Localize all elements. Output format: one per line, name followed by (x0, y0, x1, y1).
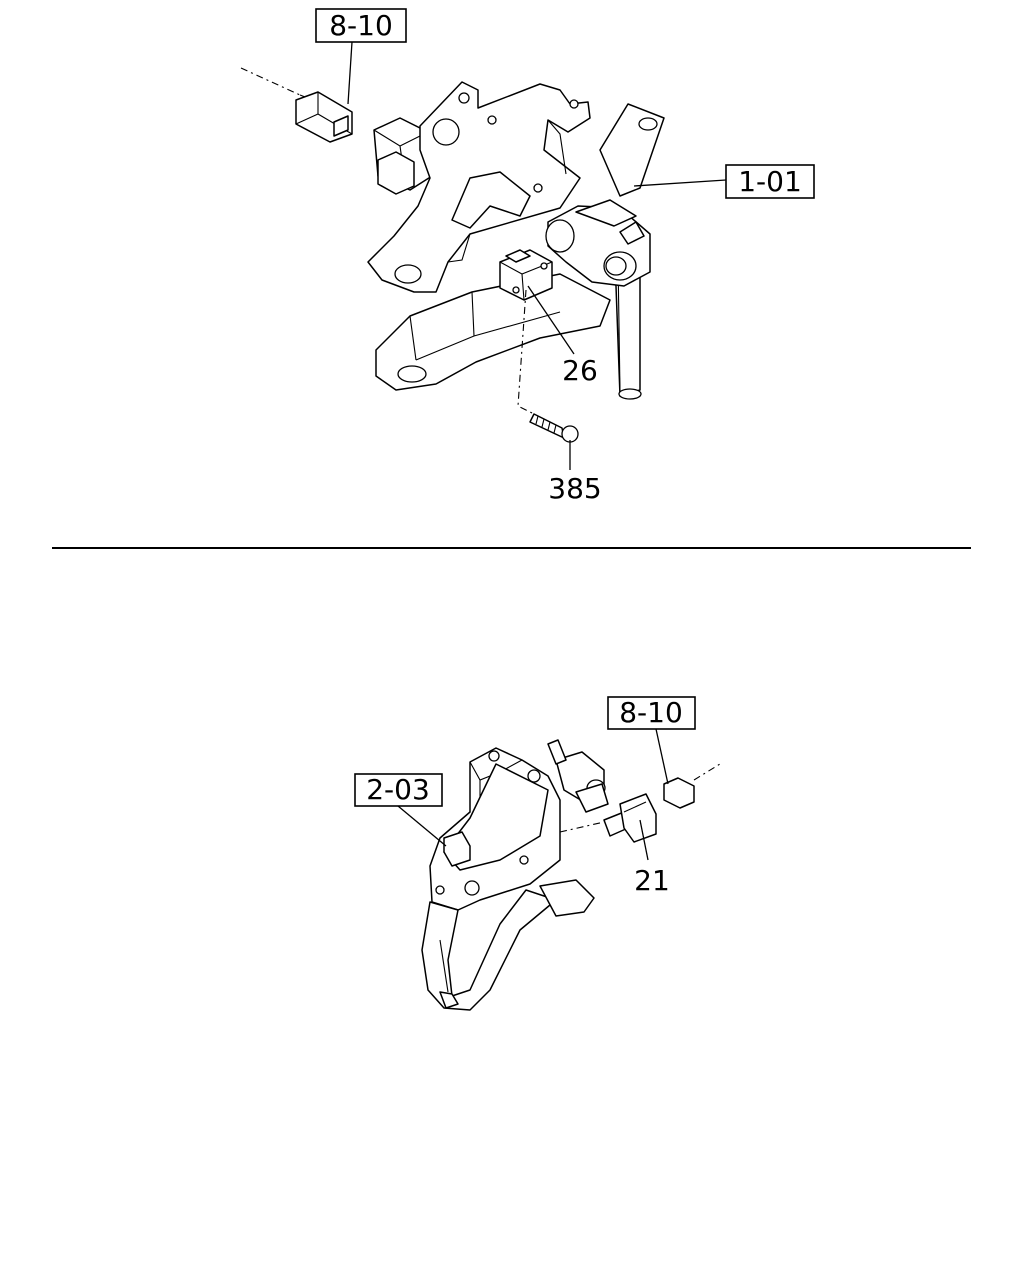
bottom-bracket-switch (443, 831, 471, 867)
bottom-assembly: 8-10 2-03 21 (354, 696, 721, 1011)
top-switch (499, 249, 553, 301)
top-screw (529, 413, 579, 443)
bottom-wire (693, 763, 721, 781)
leader-1-01 (633, 179, 727, 187)
svg-text:2-03: 2-03 (366, 773, 430, 806)
leader-26 (527, 285, 575, 355)
bottom-pivot (547, 739, 609, 813)
ref-box-top-connector[interactable]: 8-10 (315, 8, 407, 43)
leader-bottom-8-10 (655, 728, 669, 785)
top-wire-harness (240, 67, 353, 143)
callout-385[interactable]: 385 (548, 472, 601, 505)
bottom-switch (603, 777, 695, 843)
leader-2-03 (397, 805, 447, 847)
callout-21[interactable]: 21 (634, 864, 670, 897)
svg-text:8-10: 8-10 (619, 696, 683, 729)
screw-axis-line (517, 289, 535, 415)
bottom-axis-line (559, 821, 605, 833)
bottom-pedal-lever (421, 879, 595, 1011)
top-pivot (545, 103, 665, 287)
ref-box-top-bracket[interactable]: 1-01 (725, 164, 815, 199)
svg-text:1-01: 1-01 (738, 165, 802, 198)
callout-26[interactable]: 26 (562, 354, 598, 387)
ref-box-bottom-pedal[interactable]: 2-03 (354, 773, 443, 807)
svg-text:8-10: 8-10 (329, 9, 393, 42)
ref-box-bottom-connector[interactable]: 8-10 (607, 696, 696, 730)
top-clip (373, 117, 433, 195)
top-base-plate (375, 273, 611, 391)
top-assembly: 8-10 1-01 26 385 (240, 8, 815, 505)
bottom-pedal-bracket (429, 747, 561, 911)
leader-21 (639, 819, 649, 861)
leader-top-8-10 (347, 41, 353, 105)
